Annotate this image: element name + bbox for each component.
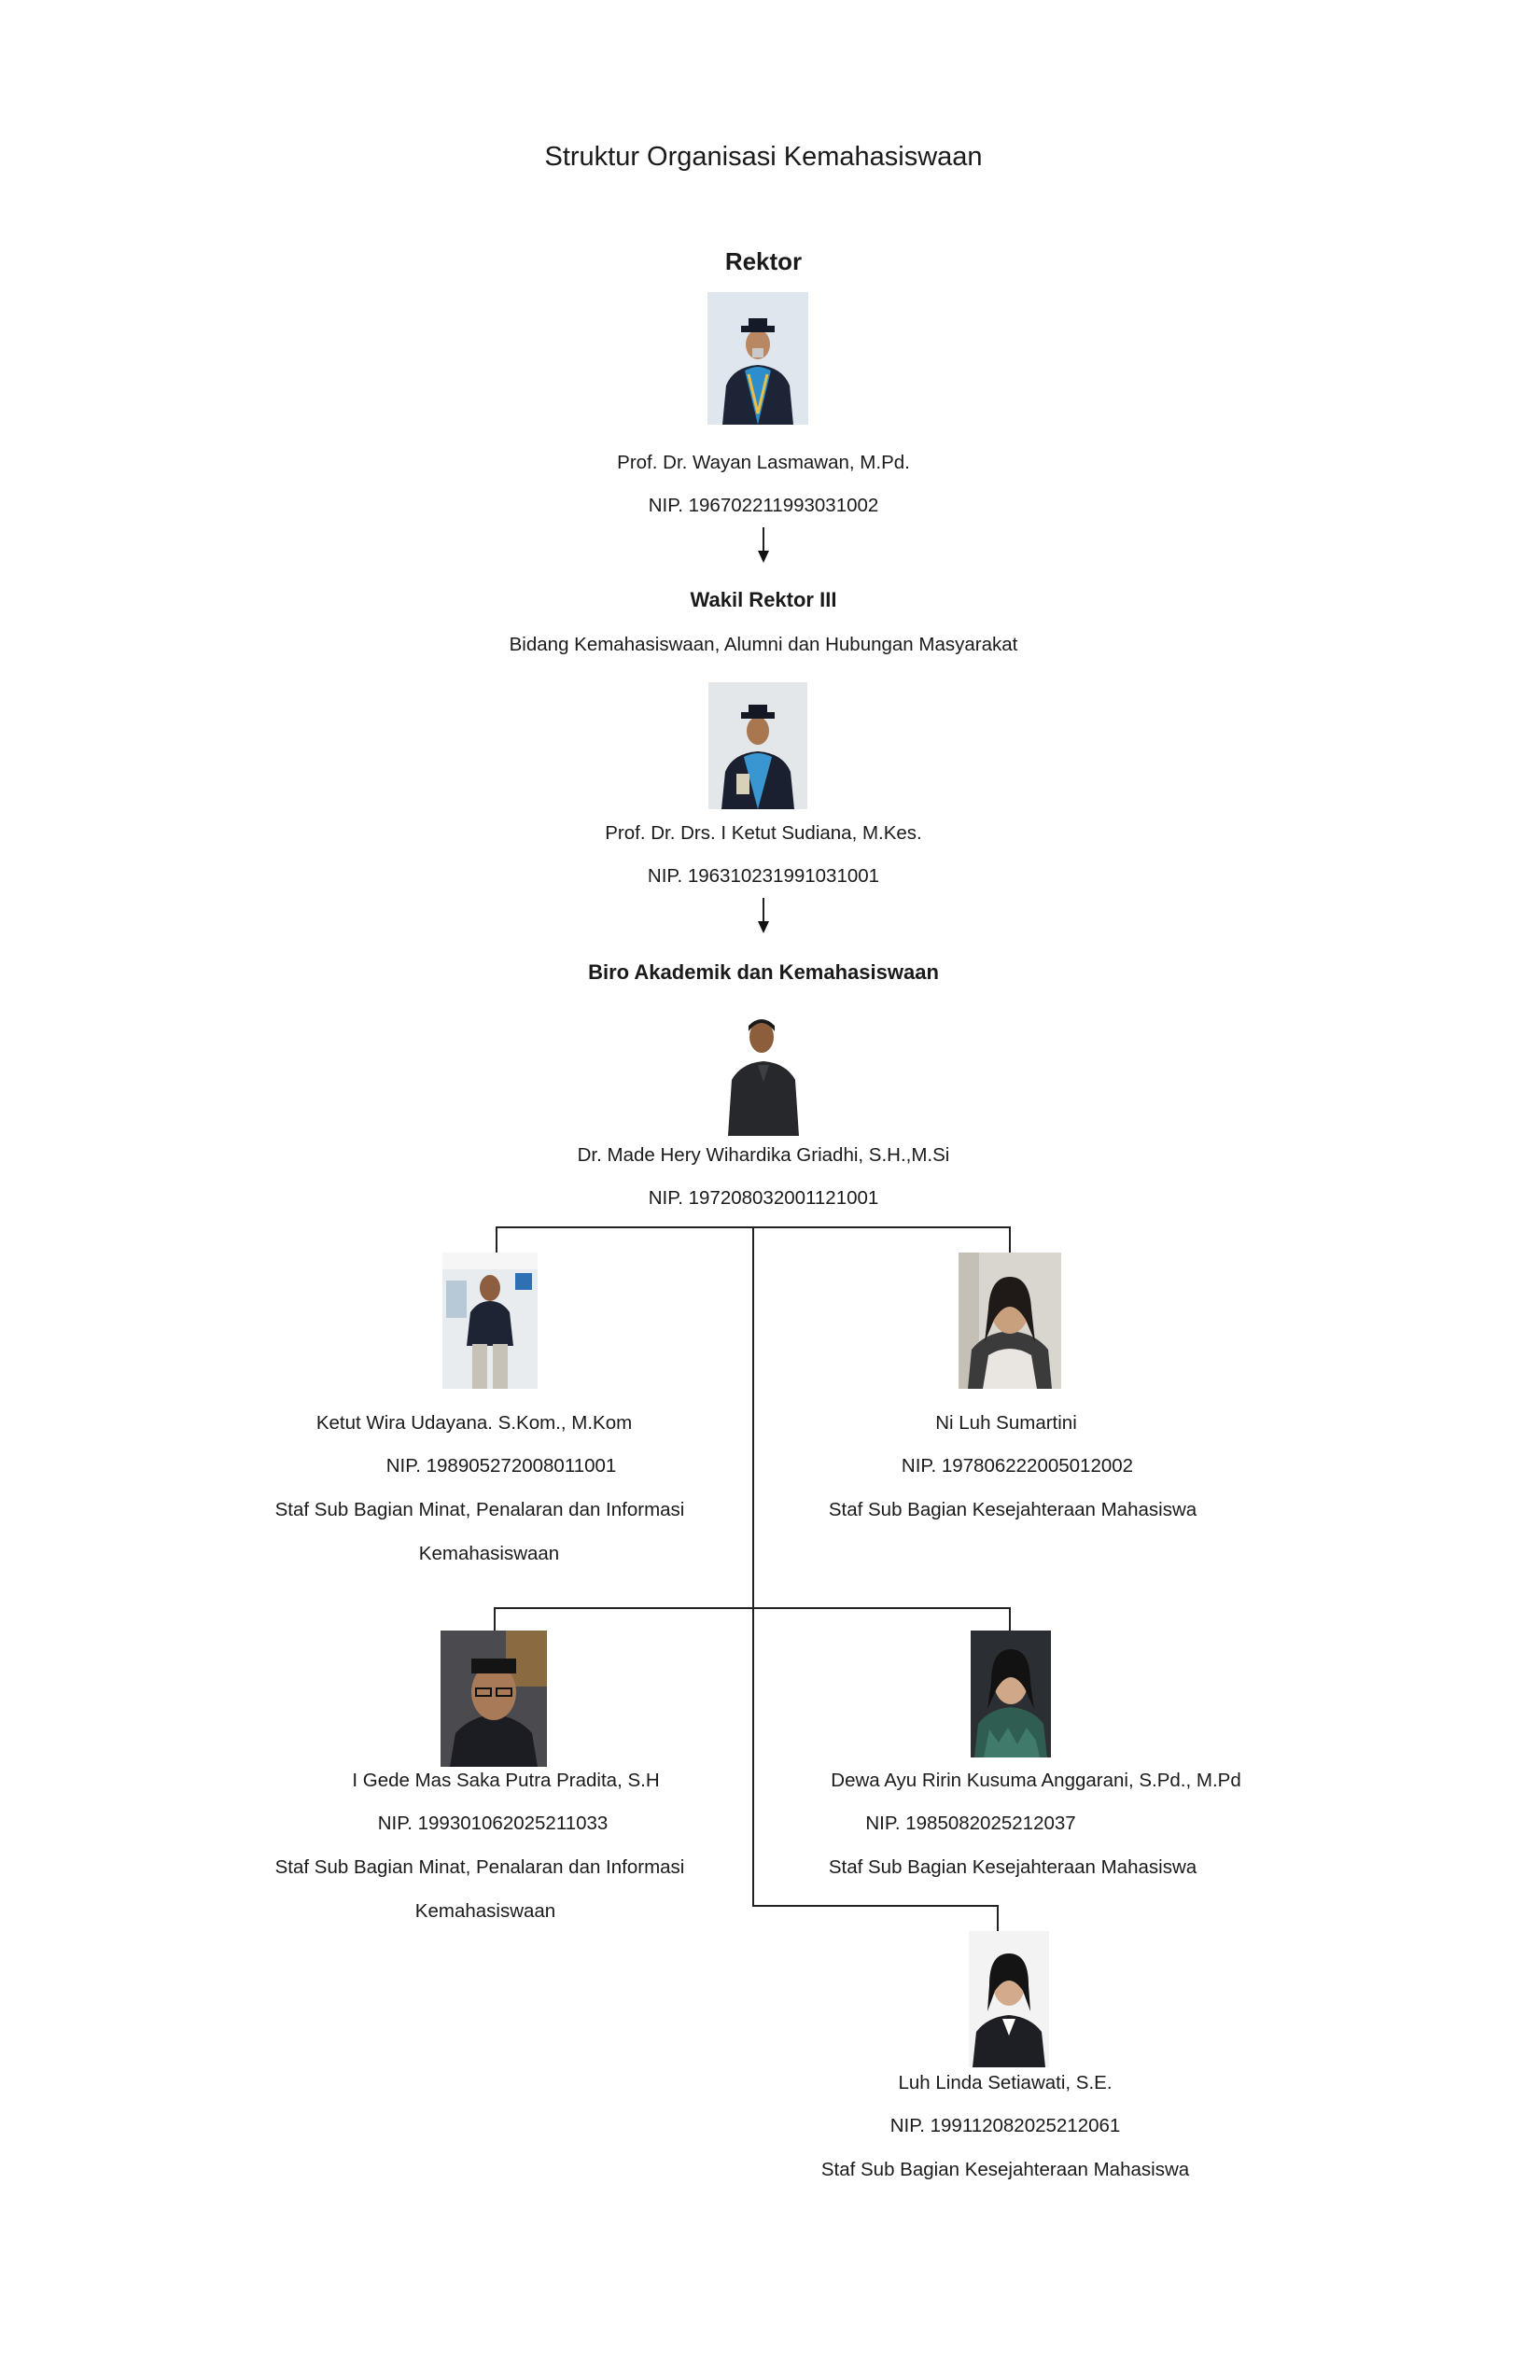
rektor-photo <box>707 292 808 425</box>
staff-1-photo <box>442 1253 538 1389</box>
rektor-nip: NIP. 196702211993031002 <box>648 495 879 516</box>
connector-line <box>496 1226 497 1254</box>
rektor-name: Prof. Dr. Wayan Lasmawan, M.Pd. <box>617 452 910 473</box>
staff-5-nip: NIP. 199112082025212061 <box>889 2115 1121 2136</box>
staff-3-role: Staf Sub Bagian Minat, Penalaran dan Inf… <box>274 1856 685 1878</box>
connector-line <box>997 1905 999 1931</box>
staff-1-name: Ketut Wira Udayana. S.Kom., M.Kom <box>315 1412 633 1434</box>
staff-4-name: Dewa Ayu Ririn Kusuma Anggarani, S.Pd., … <box>831 1770 1241 1791</box>
connector-line <box>763 898 764 923</box>
staff-2-photo <box>959 1253 1061 1389</box>
biro-nip: NIP. 197208032001121001 <box>648 1187 879 1209</box>
wakil-nip: NIP. 196310231991031001 <box>647 865 880 887</box>
staff-5-role: Staf Sub Bagian Kesejahteraan Mahasiswa <box>820 2159 1190 2180</box>
wakil-heading: Wakil Rektor III <box>690 588 837 611</box>
connector-line <box>1009 1226 1011 1253</box>
biro-name: Dr. Made Hery Wihardika Griadhi, S.H.,M.… <box>577 1144 950 1166</box>
staff-3-name: I Gede Mas Saka Putra Pradita, S.H <box>352 1770 660 1791</box>
staff-3-nip: NIP. 199301062025211033 <box>377 1813 609 1834</box>
staff-1-role-cont: Kemahasiswaan <box>418 1543 560 1564</box>
connector-line <box>752 1905 999 1907</box>
connector-line <box>763 527 764 553</box>
staff-5-photo <box>969 1931 1049 2067</box>
staff-1-nip: NIP. 198905272008011001 <box>385 1455 617 1477</box>
connector-line <box>494 1607 1011 1609</box>
wakil-name: Prof. Dr. Drs. I Ketut Sudiana, M.Kes. <box>605 822 922 844</box>
staff-3-photo <box>441 1631 547 1767</box>
rektor-heading: Rektor <box>724 247 803 275</box>
biro-photo <box>721 1011 806 1136</box>
staff-2-name: Ni Luh Sumartini <box>935 1412 1077 1434</box>
page-title: Struktur Organisasi Kemahasiswaan <box>544 142 983 172</box>
biro-heading: Biro Akademik dan Kemahasiswaan <box>588 960 939 984</box>
staff-3-role-cont: Kemahasiswaan <box>414 1900 556 1922</box>
connector-line <box>494 1607 496 1631</box>
wakil-photo <box>708 682 807 809</box>
staff-2-nip: NIP. 197806222005012002 <box>901 1455 1134 1477</box>
connector-line <box>1009 1607 1011 1631</box>
staff-1-role: Staf Sub Bagian Minat, Penalaran dan Inf… <box>274 1499 685 1520</box>
connector-line <box>752 1226 754 1906</box>
arrow-down-icon <box>758 921 769 933</box>
staff-2-role: Staf Sub Bagian Kesejahteraan Mahasiswa <box>828 1499 1197 1520</box>
staff-4-photo <box>971 1631 1051 1757</box>
wakil-subheading: Bidang Kemahasiswaan, Alumni dan Hubunga… <box>509 634 1018 655</box>
staff-4-nip: NIP. 1985082025212037 <box>865 1813 1076 1834</box>
staff-5-name: Luh Linda Setiawati, S.E. <box>898 2072 1113 2093</box>
arrow-down-icon <box>758 551 769 563</box>
staff-4-role: Staf Sub Bagian Kesejahteraan Mahasiswa <box>828 1856 1197 1878</box>
